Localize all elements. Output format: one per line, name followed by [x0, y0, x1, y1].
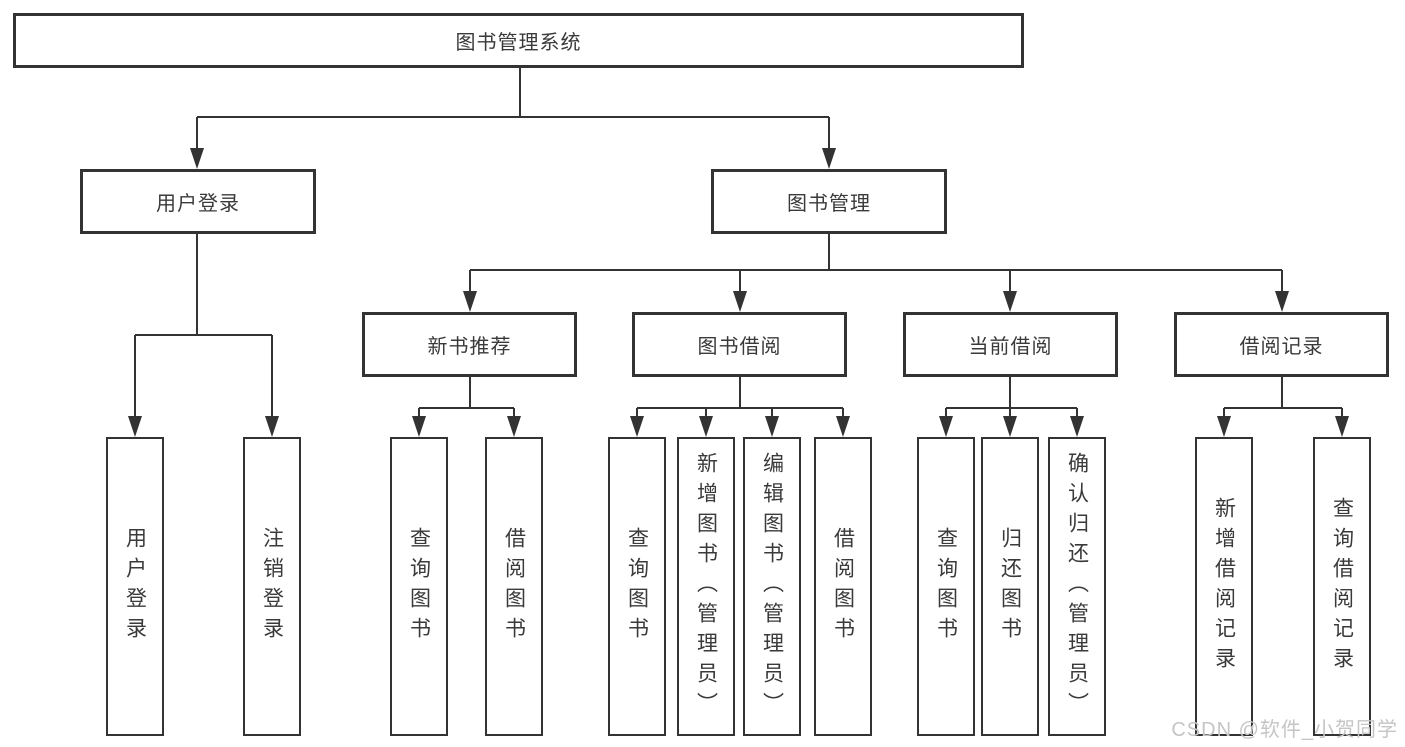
csdn-watermark: CSDN @软件_小贺同学 — [1171, 719, 1398, 741]
node-current-borrowing: 当前借阅 — [903, 312, 1118, 377]
leaf-borrow-books-recommend: 借阅图书 — [485, 437, 543, 736]
node-book-management-branch: 图书管理 — [711, 169, 947, 234]
arrowhead — [1335, 416, 1349, 437]
leaf-return-books: 归还图书 — [981, 437, 1039, 736]
leaf-label: 编辑图书（管理员） — [760, 451, 784, 722]
arrowhead — [836, 416, 850, 437]
node-label: 借阅记录 — [1239, 336, 1324, 358]
leaf-label: 借阅图书 — [831, 526, 855, 647]
leaf-query-books-recommend: 查询图书 — [390, 437, 448, 736]
leaf-label: 确认归还（管理员） — [1065, 451, 1089, 722]
leaf-label: 查询图书 — [625, 526, 649, 647]
arrowhead — [1217, 416, 1231, 437]
arrowhead — [822, 148, 836, 169]
arrowhead — [1275, 291, 1289, 312]
leaf-label: 查询借阅记录 — [1330, 496, 1354, 677]
leaf-user-login: 用户登录 — [106, 437, 164, 736]
arrowhead — [765, 416, 779, 437]
arrowhead — [699, 416, 713, 437]
arrowhead — [1070, 416, 1084, 437]
arrowhead — [1003, 416, 1017, 437]
arrowhead — [190, 148, 204, 169]
leaf-query-books-borrow: 查询图书 — [608, 437, 666, 736]
leaf-confirm-return-admin: 确认归还（管理员） — [1048, 437, 1106, 736]
node-book-borrowing: 图书借阅 — [632, 312, 847, 377]
leaf-label: 归还图书 — [998, 526, 1022, 647]
node-label: 图书管理 — [787, 193, 871, 215]
arrowhead — [1003, 291, 1017, 312]
leaf-label: 用户登录 — [123, 526, 147, 647]
arrowhead — [412, 416, 426, 437]
node-borrowing-records: 借阅记录 — [1174, 312, 1389, 377]
leaf-logout: 注销登录 — [243, 437, 301, 736]
node-label: 图书管理系统 — [455, 32, 582, 54]
arrowhead — [128, 416, 142, 437]
leaf-borrow-books: 借阅图书 — [814, 437, 872, 736]
arrowhead — [507, 416, 521, 437]
node-root-system: 图书管理系统 — [13, 13, 1024, 68]
leaf-label: 借阅图书 — [502, 526, 526, 647]
leaf-query-books-current: 查询图书 — [917, 437, 975, 736]
leaf-label: 查询图书 — [934, 526, 958, 647]
node-label: 当前借阅 — [968, 336, 1053, 358]
node-new-book-recommend: 新书推荐 — [362, 312, 577, 377]
node-user-login-branch: 用户登录 — [80, 169, 316, 234]
leaf-edit-books-admin: 编辑图书（管理员） — [743, 437, 801, 736]
leaf-label: 查询图书 — [407, 526, 431, 647]
leaf-label: 注销登录 — [260, 526, 284, 647]
arrowhead — [463, 291, 477, 312]
leaf-label: 新增借阅记录 — [1212, 496, 1236, 677]
arrowhead — [265, 416, 279, 437]
node-label: 新书推荐 — [427, 336, 512, 358]
leaf-add-borrow-record: 新增借阅记录 — [1195, 437, 1253, 736]
arrowhead — [939, 416, 953, 437]
leaf-label: 新增图书（管理员） — [694, 451, 718, 722]
node-label: 图书借阅 — [697, 336, 782, 358]
leaf-add-books-admin: 新增图书（管理员） — [677, 437, 735, 736]
leaf-query-borrow-record: 查询借阅记录 — [1313, 437, 1371, 736]
node-label: 用户登录 — [156, 193, 240, 215]
arrowhead — [733, 291, 747, 312]
arrowhead — [630, 416, 644, 437]
